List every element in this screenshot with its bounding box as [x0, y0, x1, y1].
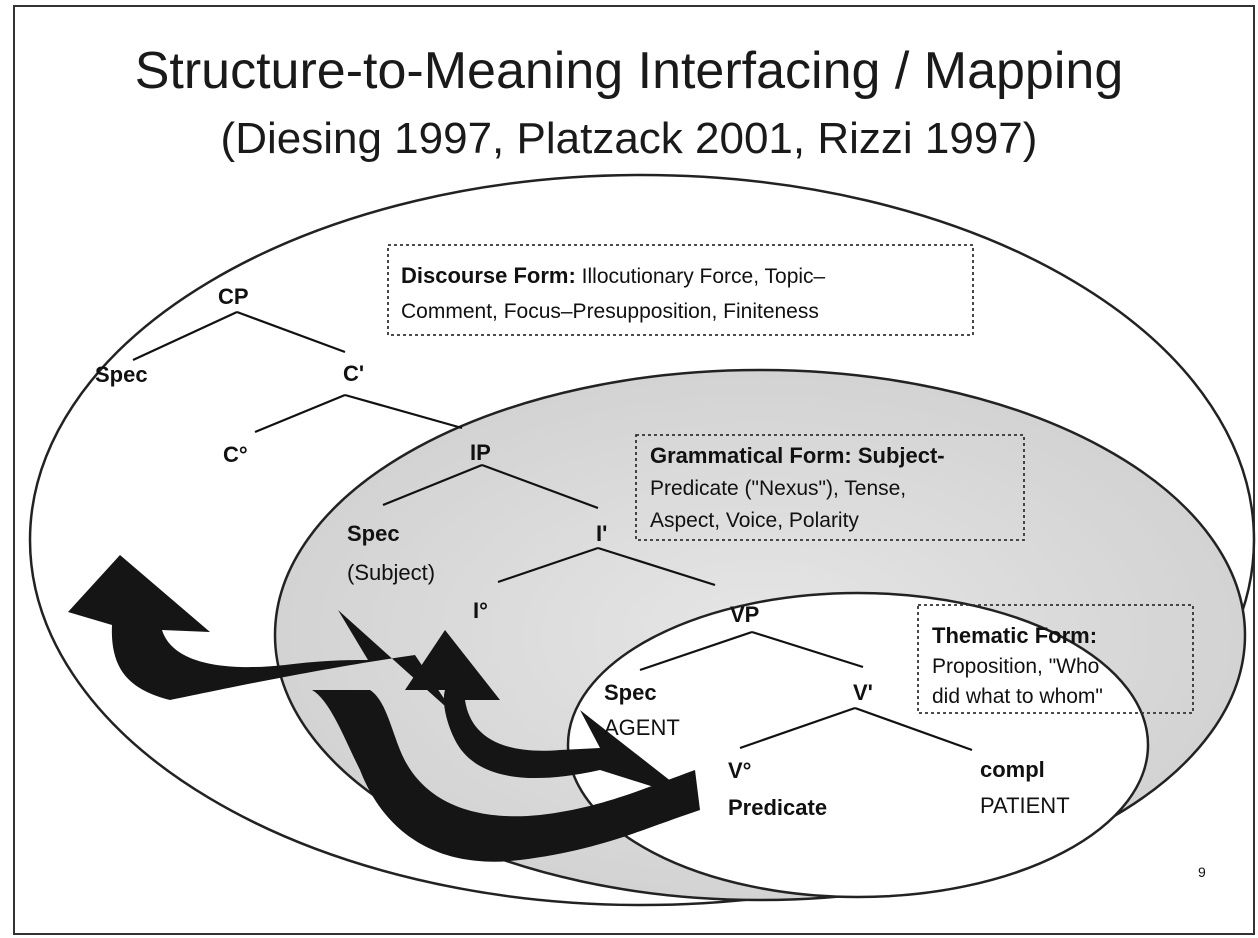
- slide-title: Structure-to-Meaning Interfacing / Mappi…: [134, 42, 1124, 100]
- slide-subtitle: (Diesing 1997, Platzack 2001, Rizzi 1997…: [220, 114, 1038, 163]
- page-number: 9: [1198, 864, 1206, 880]
- c-head-node: C°: [223, 442, 248, 467]
- v-head-role: Predicate: [728, 795, 827, 820]
- ip-node: IP: [470, 440, 491, 465]
- ip-spec-node: Spec: [347, 521, 400, 546]
- upper-curved-arrow: [68, 555, 455, 715]
- v-bar-node: V': [853, 680, 873, 705]
- discourse-box-label: Discourse Form:: [401, 263, 576, 288]
- vp-node: VP: [730, 602, 759, 627]
- thematic-box-line2: Proposition, "Who: [932, 655, 1099, 678]
- compl-node: compl: [980, 757, 1045, 782]
- grammatical-box-text: Subject-: [852, 443, 945, 468]
- c-bar-node: C': [343, 361, 364, 386]
- discourse-box-line1: Discourse Form: Illocutionary Force, Top…: [401, 263, 826, 288]
- cp-node: CP: [218, 284, 249, 309]
- vp-spec-role: AGENT: [604, 715, 680, 740]
- compl-role: PATIENT: [980, 793, 1070, 818]
- slide-border: [13, 5, 1255, 935]
- thematic-box-line3: did what to whom": [932, 685, 1103, 708]
- ip-spec-role: (Subject): [347, 560, 435, 585]
- grammatical-box-line2: Predicate ("Nexus"), Tense,: [650, 477, 906, 500]
- vp-spec-node: Spec: [604, 680, 657, 705]
- grammatical-box-line3: Aspect, Voice, Polarity: [650, 509, 859, 532]
- i-bar-node: I': [596, 521, 607, 546]
- arrow-body: [312, 690, 700, 862]
- discourse-box: [387, 244, 974, 336]
- v-head-node: V°: [728, 758, 751, 783]
- cp-spec-node: Spec: [95, 362, 148, 387]
- tree-branches: [132, 310, 973, 752]
- thematic-box-label: Thematic Form:: [932, 623, 1097, 648]
- discourse-box-line2: Comment, Focus–Presupposition, Finitenes…: [401, 300, 819, 323]
- grammatical-box-line1: Grammatical Form: Subject-: [650, 443, 945, 468]
- i-head-node: I°: [473, 598, 488, 623]
- thematic-ellipse: [566, 591, 1150, 899]
- grammatical-box-label: Grammatical Form:: [650, 443, 852, 468]
- lower-curved-arrow: [405, 630, 695, 800]
- grammatical-box: [635, 434, 1025, 541]
- discourse-box-text: Illocutionary Force, Topic–: [576, 265, 826, 288]
